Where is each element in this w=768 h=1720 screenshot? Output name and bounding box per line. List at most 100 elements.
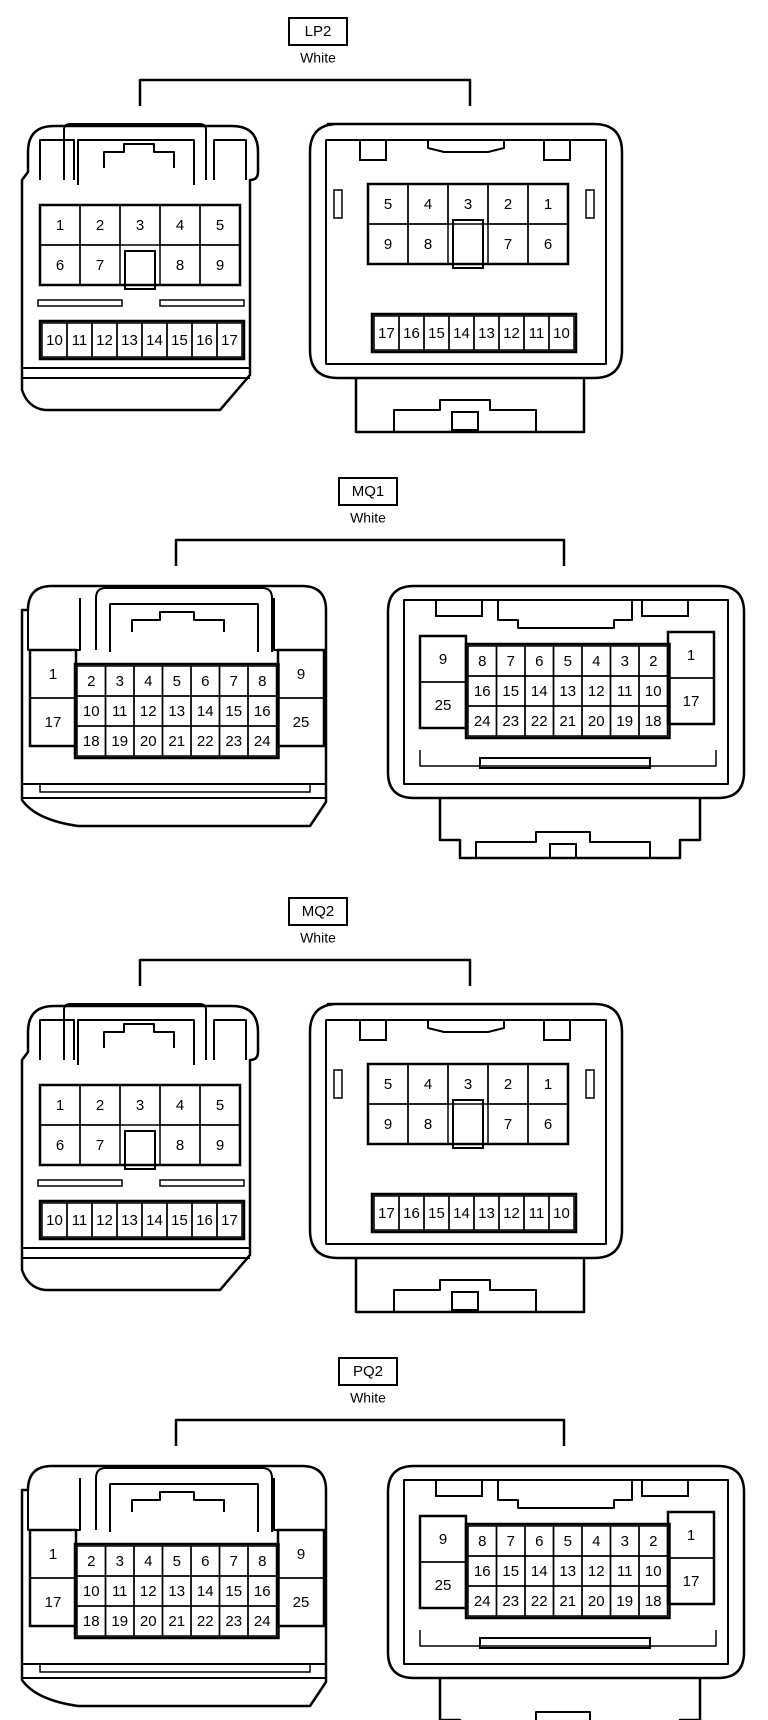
pin-number: 14 [146, 332, 163, 349]
pin-number: 23 [502, 713, 519, 730]
pin-number: 10 [46, 1212, 63, 1229]
latch-window [359, 1019, 387, 1041]
separator-bar [37, 299, 123, 307]
bottom-rail [479, 1637, 651, 1649]
pin-number: 2 [504, 196, 512, 213]
pin-number: 2 [87, 1553, 95, 1570]
pin-number: 25 [293, 714, 310, 731]
latch-tab [475, 831, 651, 858]
pin-number: 13 [559, 683, 576, 700]
pin-number: 12 [503, 1205, 520, 1222]
pin-number: 15 [428, 325, 445, 342]
pin-block [73, 662, 280, 760]
connector-label-box [288, 17, 348, 46]
pin-number: 7 [504, 236, 512, 253]
pin-number: 13 [168, 703, 185, 720]
connector-label-box [338, 1357, 398, 1386]
latch-tab [393, 1279, 537, 1312]
top-notch [497, 600, 633, 629]
pin-number: 1 [687, 1527, 695, 1544]
latch-housing [438, 1678, 702, 1720]
pin-number: 13 [168, 1583, 185, 1600]
pin-number: 4 [424, 1076, 432, 1093]
pin-number: 1 [56, 217, 64, 234]
connector-label: MQ2 [302, 903, 335, 920]
housing-outline [20, 1004, 260, 1292]
lock-arm [77, 1019, 195, 1065]
pin-number: 16 [474, 1563, 491, 1580]
pin-cell [216, 322, 243, 358]
pin-number: 8 [478, 653, 486, 670]
pin-number: 9 [439, 651, 447, 668]
pin-number: 9 [384, 1116, 392, 1133]
pin-cell [407, 1103, 449, 1145]
pin-number: 5 [564, 1533, 572, 1550]
pin-number: 12 [503, 325, 520, 342]
lock-arm [109, 1483, 259, 1532]
pin-number: 14 [531, 1563, 548, 1580]
pin-number: 10 [46, 332, 63, 349]
pin-number: 16 [403, 1205, 420, 1222]
pin-number: 1 [544, 1076, 552, 1093]
pin-number: 2 [649, 1533, 657, 1550]
pin-number: 22 [531, 1593, 548, 1610]
pin-number: 22 [197, 733, 214, 750]
latch-housing [354, 1258, 586, 1314]
pin-number: 16 [403, 325, 420, 342]
pin-number: 25 [435, 1577, 452, 1594]
pin-number: 10 [645, 1563, 662, 1580]
grouping-bracket [138, 958, 472, 986]
pin-number: 19 [111, 733, 128, 750]
pin-number: 6 [56, 257, 64, 274]
latch-window [543, 1019, 571, 1041]
pin-number: 11 [112, 1583, 128, 1600]
pin-number: 17 [683, 1573, 700, 1590]
pin-number: 19 [111, 1613, 128, 1630]
lock-arm [63, 123, 207, 180]
pin-cell [527, 1103, 569, 1145]
pin-number: 17 [221, 332, 238, 349]
pin-number: 6 [535, 653, 543, 670]
pin-number: 9 [439, 1531, 447, 1548]
inner-shell [325, 1019, 607, 1245]
lock-tab [103, 1023, 175, 1048]
lock-arm [63, 1003, 207, 1060]
latch-window [435, 1479, 483, 1497]
pin-number: 23 [502, 1593, 519, 1610]
pin-number: 5 [384, 1076, 392, 1093]
guide-rail [333, 189, 343, 219]
pin-number: 12 [588, 1563, 605, 1580]
pin-number: 4 [424, 196, 432, 213]
pin-number: 3 [136, 217, 144, 234]
pin-number: 15 [225, 1583, 242, 1600]
pin-number: 19 [616, 1593, 633, 1610]
pin-number: 18 [645, 713, 662, 730]
latch-button [451, 1291, 479, 1311]
pin-number: 11 [112, 703, 128, 720]
grouping-bracket [138, 78, 472, 106]
latch-post [27, 598, 81, 651]
pin-block [38, 1199, 246, 1241]
key-slot [452, 219, 484, 269]
pin-number: 8 [424, 236, 432, 253]
pin-number: 16 [474, 683, 491, 700]
latch-window [435, 599, 483, 617]
pin-block [464, 1522, 671, 1620]
latch-housing [354, 378, 586, 434]
guide-rail [585, 189, 595, 219]
pin-number: 11 [72, 332, 88, 349]
connector-color-label: White [300, 930, 336, 946]
bottom-rail [479, 757, 651, 769]
grouping-bracket [174, 538, 566, 566]
pin-number: 14 [197, 1583, 214, 1600]
pin-number: 16 [254, 1583, 271, 1600]
pin-number: 25 [293, 1594, 310, 1611]
pin-number: 11 [529, 325, 545, 342]
pin-number: 16 [196, 1212, 213, 1229]
connector-color-label: White [350, 1390, 386, 1406]
